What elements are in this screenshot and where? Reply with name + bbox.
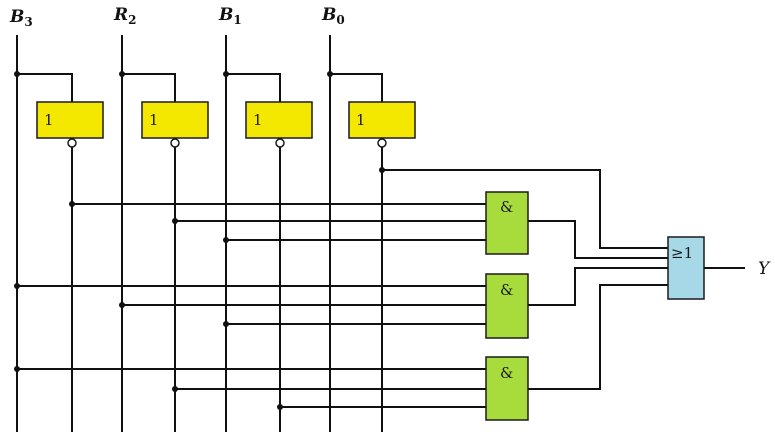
input-label-r2: R2 — [113, 5, 137, 27]
svg-text:1: 1 — [253, 111, 263, 129]
svg-text:&: & — [500, 281, 513, 299]
and-gate-1-inputs — [69, 201, 486, 243]
not-b0-to-or-wire — [379, 167, 668, 249]
svg-text:&: & — [500, 364, 513, 382]
not-gate-b1: 1 — [245, 101, 313, 148]
input-label-b0: B0 — [321, 5, 345, 27]
svg-text:1: 1 — [356, 111, 366, 129]
not-gate-r2: 1 — [141, 101, 209, 148]
and-gate-2-inputs — [14, 283, 486, 327]
and-outputs-to-or — [528, 220, 668, 390]
not-gate-taps — [14, 71, 383, 102]
svg-text:&: & — [500, 198, 513, 216]
not-gate-b0: 1 — [348, 101, 416, 148]
svg-text:1: 1 — [149, 111, 159, 129]
input-label-b1: B1 — [218, 5, 242, 27]
and-gate-2: & — [485, 273, 529, 339]
and-gate-3: & — [485, 356, 529, 421]
or-gate: ≥1 — [667, 236, 705, 300]
input-label-b3: B3 — [9, 7, 33, 29]
svg-text:≥1: ≥1 — [671, 244, 693, 262]
not-gate-b3: 1 — [36, 101, 104, 148]
svg-text:1: 1 — [44, 111, 54, 129]
and-gate-1: & — [485, 191, 529, 255]
output-label-y: Y — [758, 259, 771, 279]
and-gate-3-inputs — [14, 366, 486, 410]
